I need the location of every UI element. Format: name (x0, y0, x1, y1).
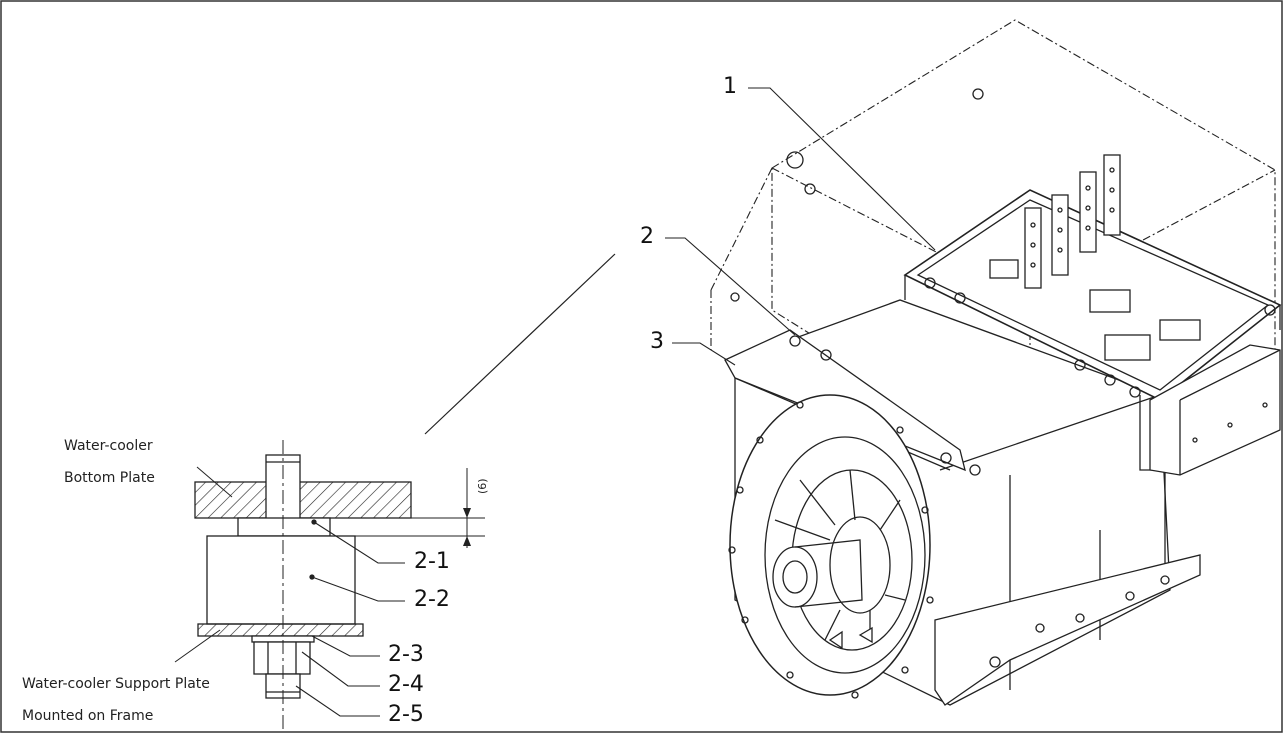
callout-2-2: 2-2 (414, 587, 450, 612)
generator-drawing (665, 19, 1282, 706)
callout-1: 1 (723, 74, 737, 99)
callout-2-4: 2-4 (388, 672, 424, 697)
cooler-bottom-plate (194, 481, 412, 519)
side-junction-box (1149, 344, 1281, 476)
terminal-box (903, 154, 1282, 471)
gap-dimension: (6) (476, 478, 489, 494)
callout-2-1: 2-1 (414, 549, 450, 574)
support-plate (197, 623, 364, 637)
callout-3: 3 (650, 329, 664, 354)
callout-2-3: 2-3 (388, 642, 424, 667)
callout-2: 2 (640, 224, 654, 249)
nut-2-4 (253, 641, 311, 675)
fan-end (728, 394, 934, 699)
base-foot (934, 554, 1201, 706)
mounted-label: Mounted on Frame (22, 708, 154, 724)
cooler-label-line2: Bottom Plate (64, 470, 155, 486)
mount-detail (174, 253, 616, 730)
support-plate-label: Water-cooler Support Plate (22, 676, 210, 692)
damper-2-2 (206, 535, 356, 625)
cooler-label-line1: Water-cooler (64, 438, 153, 454)
callout-2-5: 2-5 (388, 702, 424, 727)
